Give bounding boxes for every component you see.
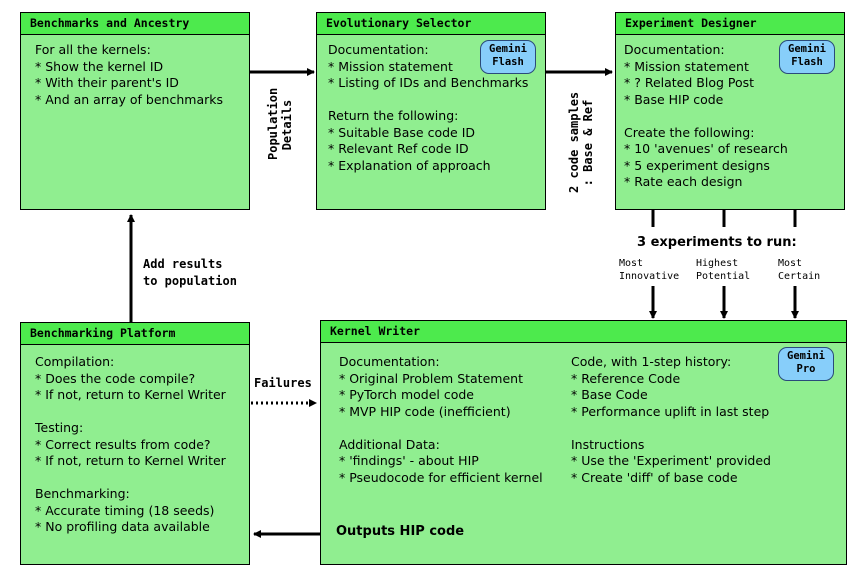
label-line: Details [280,99,294,151]
content-line: Create the following: [624,124,755,140]
label-line: Most [619,258,644,269]
content-line: * Create 'diff' of base code [571,469,738,485]
kernel-writer-title: Kernel Writer [321,321,846,343]
content-line: * Suitable Base code ID [328,124,476,140]
content-line: * MVP HIP code (inefficient) [339,403,511,419]
experiment-most-certain: Most Certain [778,257,820,283]
content-line: * Original Problem Statement [339,370,523,386]
content-line: * 10 'avenues' of research [624,141,788,156]
content-line: * Does the code compile? [35,370,196,386]
content-line: * With their parent's ID [35,75,179,90]
badge-line: Gemini [788,43,826,55]
label-line: Population [266,87,280,160]
content-line: For all the kernels: [35,42,151,57]
label-line: 2 code samples [567,91,581,193]
kernel-writer-box: Kernel Writer Gemini Pro Documentation: … [320,320,847,565]
model-badge: Gemini Flash [480,40,536,74]
experiment-highest-potential: Highest Potential [696,257,750,283]
content-line: Documentation: [624,42,725,57]
content-line: * And an array of benchmarks [35,91,224,107]
experiment-most-innovative: Most Innovative [619,257,679,283]
content-line: * Use the 'Experiment' provided [571,453,771,468]
experiment-designer-box: Experiment Designer Gemini Flash Documen… [615,12,845,210]
benchmarks-ancestry-title: Benchmarks and Ancestry [21,13,249,35]
evolutionary-selector-title: Evolutionary Selector [317,13,545,35]
content-line: * Reference Code [571,370,681,386]
content-line [571,420,771,437]
label-line: Certain [778,271,821,282]
benchmarks-ancestry-box: Benchmarks and Ancestry For all the kern… [20,12,250,210]
content-line: Documentation: [339,354,440,369]
badge-line: Gemini [787,350,825,362]
content-line: * Base Code [571,387,648,402]
content-line: * Show the kernel ID [35,58,164,74]
content-line: * If not, return to Kernel Writer [35,453,226,468]
label-line: Innovative [619,271,680,282]
content-line: * Pseudocode for efficient kernel [339,469,543,485]
badge-line: Pro [796,363,816,375]
evolutionary-selector-content: Documentation: * Mission statement * Lis… [328,42,528,174]
population-details-label: Population Details [266,87,296,160]
content-line: Compilation: [35,354,115,369]
content-line: * Explanation of approach [328,157,491,173]
model-badge: Gemini Flash [779,40,835,74]
content-line [624,108,788,125]
content-line: Code, with 1-step history: [571,354,732,369]
badge-line: Gemini [489,43,527,55]
badge-line: Flash [492,56,524,68]
content-line: * Listing of IDs and Benchmarks [328,75,529,90]
benchmarks-ancestry-content: For all the kernels: * Show the kernel I… [35,42,223,108]
content-line [328,92,528,109]
label-line: Add results [143,257,223,271]
content-line [35,404,226,421]
content-line: * PyTorch model code [339,387,474,402]
content-line: Testing: [35,420,84,435]
content-line: * If not, return to Kernel Writer [35,387,226,402]
benchmarking-platform-title: Benchmarking Platform [21,323,249,345]
content-line: Instructions [571,436,645,452]
content-line: * Correct results from code? [35,436,211,452]
evolutionary-selector-box: Evolutionary Selector Gemini Flash Docum… [316,12,546,210]
content-line: * 'findings' - about HIP [339,453,479,468]
content-line: * Mission statement [624,58,749,74]
content-line: * 5 experiment designs [624,157,770,173]
code-samples-label: 2 code samples : Base & Ref [567,91,597,193]
content-line [35,470,226,487]
label-line: Highest [696,258,739,269]
add-results-label: Add results to population [143,256,237,290]
content-line: * Accurate timing (18 seeds) [35,502,215,518]
label-line: Potential [696,271,751,282]
content-line: * ? Related Blog Post [624,75,755,90]
content-line: Return the following: [328,108,459,123]
content-line: Additional Data: [339,436,440,452]
outputs-hip-code-label: Outputs HIP code [336,524,465,539]
content-line: * Relevant Ref code ID [328,141,469,156]
content-line [339,420,543,437]
failures-label: Failures [254,376,312,390]
label-line: to population [143,274,237,288]
content-line: * Base HIP code [624,91,724,107]
content-line: Benchmarking: [35,486,130,501]
kernel-writer-left-content: Documentation: * Original Problem Statem… [339,354,543,486]
content-line: * No profiling data available [35,519,210,534]
experiments-heading: 3 experiments to run: [637,235,797,250]
experiment-designer-title: Experiment Designer [616,13,844,35]
content-line: * Rate each design [624,174,743,189]
content-line: * Performance uplift in last step [571,403,770,419]
model-badge: Gemini Pro [778,347,834,381]
kernel-writer-right-content: Code, with 1-step history: * Reference C… [571,354,771,486]
benchmarking-platform-box: Benchmarking Platform Compilation: * Doe… [20,322,250,565]
badge-line: Flash [791,56,823,68]
label-line: Most [778,258,803,269]
content-line: Documentation: [328,42,429,57]
content-line: * Mission statement [328,58,453,74]
experiment-designer-content: Documentation: * Mission statement * ? R… [624,42,788,191]
label-line: : Base & Ref [581,99,595,187]
benchmarking-platform-content: Compilation: * Does the code compile? * … [35,354,226,536]
